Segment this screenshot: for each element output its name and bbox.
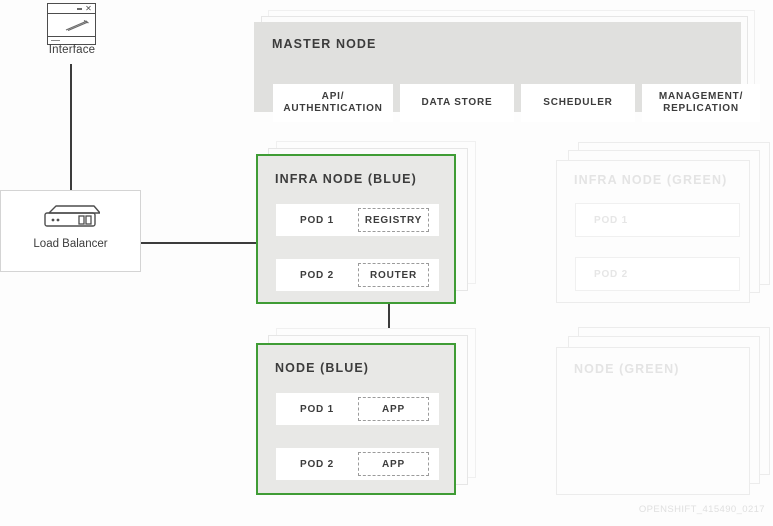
master-component-management-replication: MANAGEMENT/ REPLICATION [642,84,760,122]
interface-label: Interface [48,44,96,56]
master-component-data-store: DATA STORE [400,84,514,122]
component-line-1: API/ [321,91,345,102]
icon-titlebar: ✕ [48,4,95,14]
component-line-1: MANAGEMENT/ [658,91,744,102]
minimize-glyph [77,8,82,10]
connector-interface-to-load-balancer [70,64,72,191]
pod-label: POD 2 [299,458,334,470]
component-line-2: REPLICATION [663,103,739,114]
node-blue-title: NODE (BLUE) [275,361,370,375]
pencil-glyph [65,20,89,31]
master-node-title: MASTER NODE [272,37,377,51]
pod-workload-registry: REGISTRY [358,208,429,232]
master-node: API/ AUTHENTICATION DATA STORE SCHEDULER… [254,22,760,122]
pod-label: POD 1 [299,214,334,226]
component-line-1: DATA STORE [421,97,493,108]
infra-green-pod-2: POD 2 [575,257,740,291]
watermark-label: OPENSHIFT_415490_0217 [638,504,765,515]
connector-router-to-app-vertical [388,242,390,393]
node-green-title: NODE (GREEN) [574,362,680,376]
infra-green-pod-1: POD 1 [575,203,740,237]
pod-label: POD 1 [299,403,334,415]
pod-workload-app-1: APP [358,397,429,421]
infra-node-blue-title: INFRA NODE (BLUE) [275,172,417,186]
infra-node-green-title: INFRA NODE (GREEN) [574,173,728,187]
node-green [556,347,750,495]
component-line-2: AUTHENTICATION [283,103,383,114]
infra-blue-pod-2: POD 2 ROUTER [276,259,439,291]
pod-label: POD 1 [594,214,629,226]
pod-workload-router: ROUTER [358,263,429,287]
close-glyph: ✕ [85,4,92,13]
infra-node-blue: POD 1 REGISTRY POD 2 ROUTER [256,154,456,304]
node-blue-pod-1: POD 1 APP [276,393,439,425]
infra-blue-pod-1: POD 1 REGISTRY [276,204,439,236]
pod-label: POD 2 [594,268,629,280]
node-blue: POD 1 APP POD 2 APP [256,343,456,495]
component-line-1: SCHEDULER [543,97,613,108]
server-appliance-icon [44,205,100,227]
master-component-scheduler: SCHEDULER [521,84,635,122]
icon-statusbar [48,36,95,44]
master-component-api-authentication: API/ AUTHENTICATION [273,84,393,122]
pod-label: POD 2 [299,269,334,281]
load-balancer-label: Load Balancer [33,238,108,250]
node-blue-pod-2: POD 2 APP [276,448,439,480]
pod-workload-app-2: APP [358,452,429,476]
browser-window-icon: ✕ [47,3,96,45]
load-balancer-node [0,190,141,272]
statusbar-dash [51,39,60,41]
infra-node-green: POD 1 POD 2 [556,160,750,303]
